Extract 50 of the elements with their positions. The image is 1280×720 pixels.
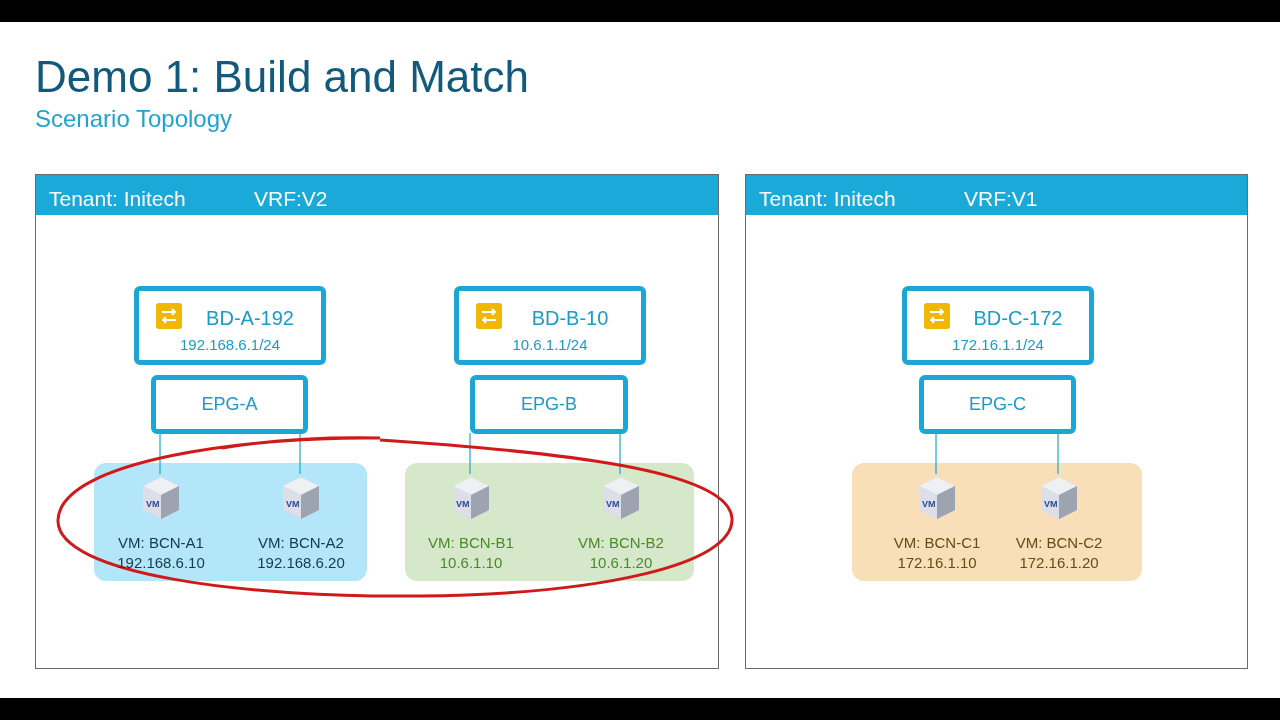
vm-name: VM: BCN-A2: [258, 533, 344, 553]
subnet-label: 172.16.1.1/24: [951, 335, 1045, 355]
tenant-panel: [35, 174, 719, 669]
vm-cube-icon: VM: [601, 475, 641, 521]
epg-box: [470, 375, 628, 434]
bridge-domain-name: BD-A-192: [205, 306, 295, 331]
bridge-domain-name: BD-C-172: [972, 306, 1064, 331]
ip-address: 192.168.6.10: [117, 553, 205, 573]
epg-box: [151, 375, 308, 434]
slide-subtitle: Scenario Topology: [35, 104, 233, 134]
vm-cube-icon: VM: [917, 475, 957, 521]
epg-name: EPG-A: [201, 393, 258, 416]
epg-name: EPG-C: [969, 393, 1026, 416]
ip-address: 192.168.6.20: [257, 553, 345, 573]
bridge-domain-box: [134, 286, 326, 365]
subnet-label: 10.6.1.1/24: [511, 335, 589, 355]
vrf-label: VRF:V1: [964, 186, 1038, 212]
bridge-domain-name: BD-B-10: [530, 306, 610, 331]
vm-cube-icon: VM: [451, 475, 491, 521]
endpoint-group-area: [852, 463, 1142, 581]
slide-title: Demo 1: Build and Match: [35, 51, 530, 103]
vm-name: VM: BCN-B2: [578, 533, 664, 553]
connector-line: [1057, 432, 1059, 475]
connector-line: [935, 432, 937, 475]
endpoint-group-area: [405, 463, 694, 581]
connector-line: [469, 432, 471, 475]
connector-line: [299, 432, 301, 475]
vm-cube-icon: VM: [281, 475, 321, 521]
tenant-panel: [745, 174, 1248, 669]
bridge-domain-box: [902, 286, 1094, 365]
vm-name: VM: BCN-C2: [1015, 533, 1103, 553]
vm-name: VM: BCN-C1: [893, 533, 981, 553]
endpoint-group-area: [94, 463, 367, 581]
ip-address: 10.6.1.20: [589, 553, 653, 573]
vrf-label: VRF:V2: [254, 186, 328, 212]
connector-line: [619, 432, 621, 475]
tenant-label: Tenant: Initech: [759, 186, 896, 212]
epg-box: [919, 375, 1076, 434]
vm-name: VM: BCN-B1: [428, 533, 514, 553]
ip-address: 10.6.1.10: [439, 553, 503, 573]
ip-address: 172.16.1.20: [1019, 553, 1099, 573]
vm-cube-icon: VM: [1039, 475, 1079, 521]
connector-line: [159, 432, 161, 475]
bridge-domain-box: [454, 286, 646, 365]
tenant-label: Tenant: Initech: [49, 186, 186, 212]
vm-cube-icon: VM: [141, 475, 181, 521]
subnet-label: 192.168.6.1/24: [178, 335, 282, 355]
vm-name: VM: BCN-A1: [118, 533, 204, 553]
epg-name: EPG-B: [521, 393, 577, 416]
ip-address: 172.16.1.10: [897, 553, 977, 573]
